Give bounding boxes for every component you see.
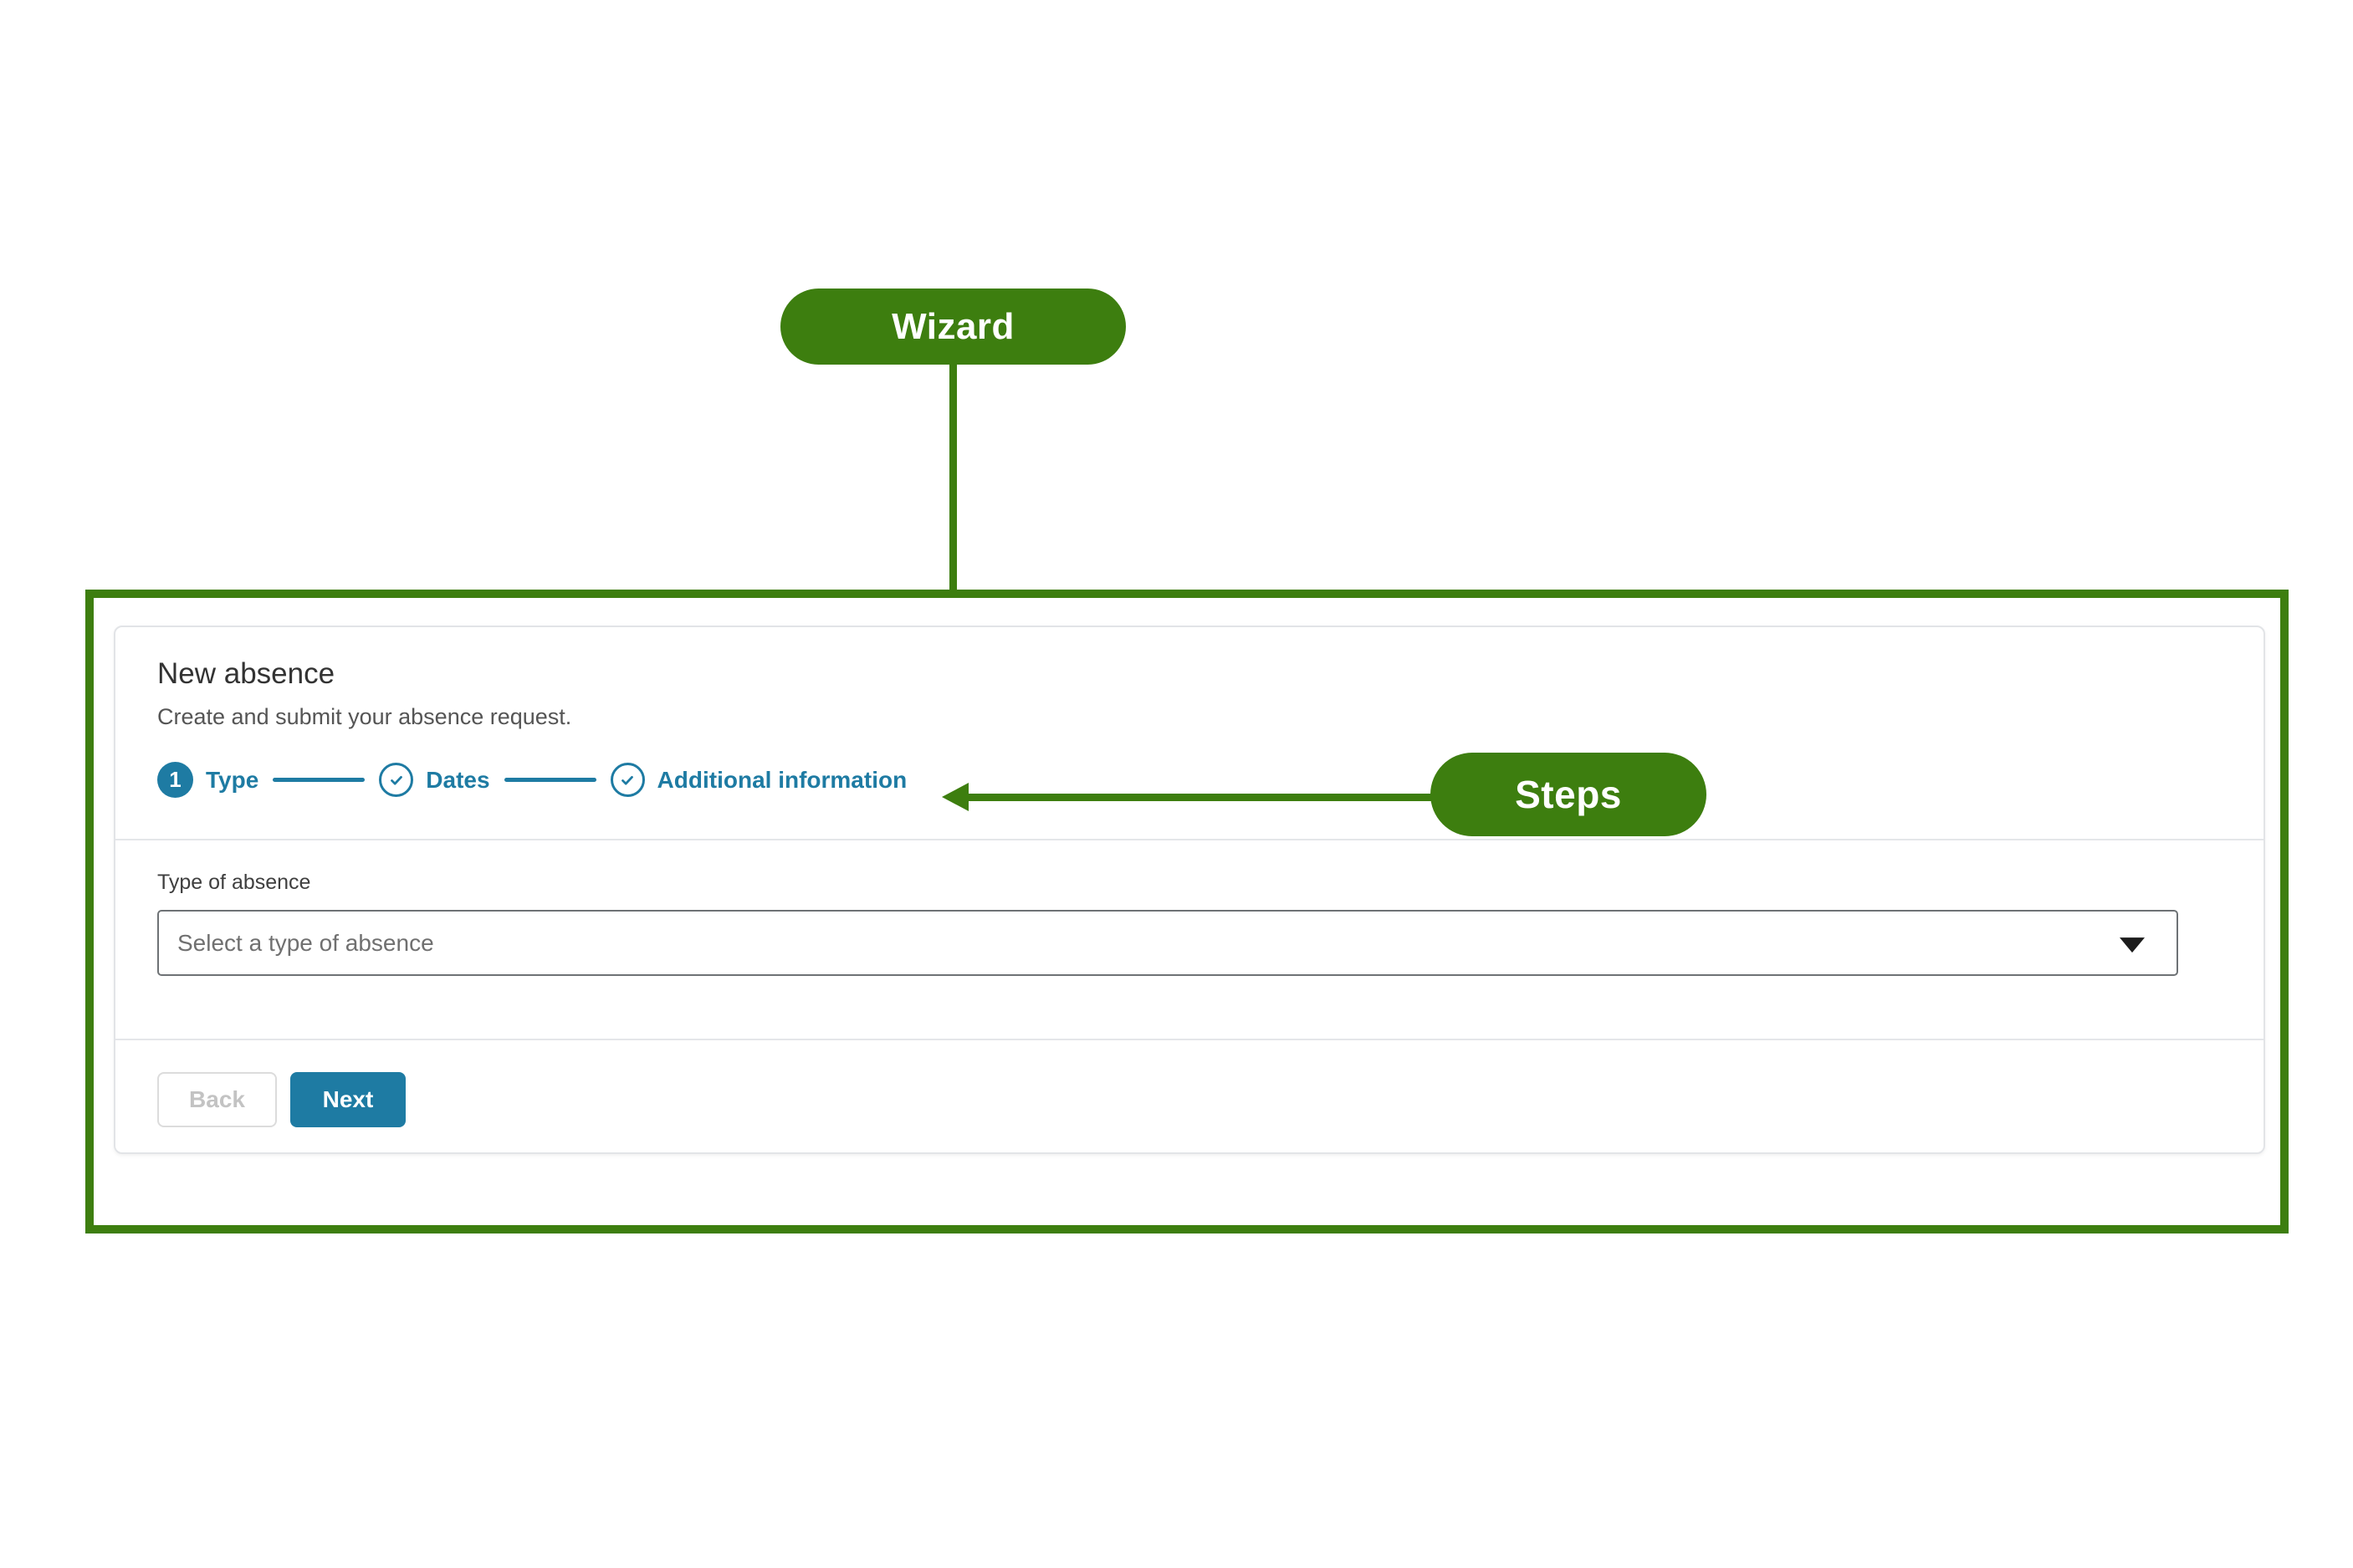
wizard-annotation-pill: Wizard — [780, 289, 1126, 365]
wizard-header: New absence Create and submit your absen… — [115, 627, 2263, 839]
step-additional-information[interactable]: Additional information — [610, 763, 908, 797]
steps-annotation-pill: Steps — [1430, 753, 1706, 836]
steps-annotation-arrow-line — [967, 794, 1434, 801]
step-additional-information-label: Additional information — [657, 766, 908, 793]
step-type-label: Type — [206, 766, 259, 793]
page-title: New absence — [157, 657, 335, 690]
chevron-down-icon — [2120, 937, 2145, 953]
back-button[interactable]: Back — [157, 1072, 277, 1127]
wizard-stepper: 1 Type Dates Additional information — [157, 762, 2222, 798]
wizard-step-content: Type of absence Select a type of absence — [115, 839, 2263, 1039]
next-button[interactable]: Next — [290, 1072, 406, 1127]
page-subtitle: Create and submit your absence request. — [157, 704, 572, 730]
step-dates[interactable]: Dates — [379, 763, 490, 797]
step-dates-label: Dates — [426, 766, 490, 793]
step-connector — [273, 778, 366, 782]
check-circle-icon — [610, 763, 645, 797]
step-type[interactable]: 1 Type — [157, 762, 258, 798]
wizard-card: New absence Create and submit your absen… — [114, 626, 2265, 1154]
select-placeholder-text: Select a type of absence — [177, 929, 434, 956]
wizard-footer: Back Next — [115, 1039, 2263, 1127]
steps-annotation-arrow-head-icon — [942, 783, 969, 811]
step-number-badge: 1 — [157, 762, 193, 798]
step-connector — [504, 778, 596, 782]
wizard-annotation-connector-line — [949, 363, 957, 590]
type-of-absence-label: Type of absence — [157, 871, 311, 894]
type-of-absence-select[interactable]: Select a type of absence — [157, 910, 2178, 976]
check-circle-icon — [379, 763, 414, 797]
